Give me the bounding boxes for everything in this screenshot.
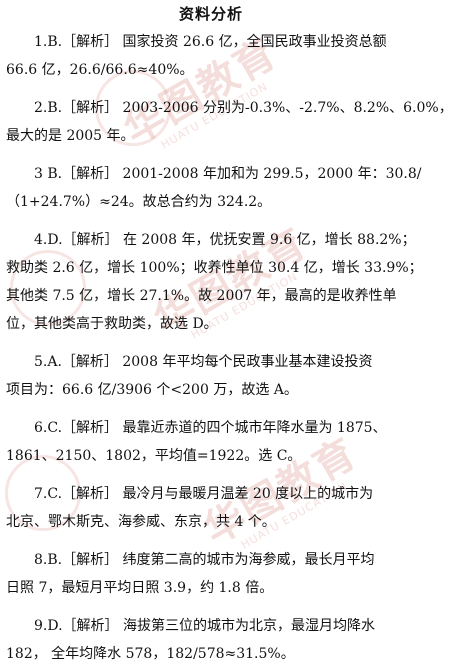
answer-line: 最大的是 2005 年。 xyxy=(6,128,135,144)
answer-item-7: 7.C.［解析］ 最冷月与最暖月温差 20 度以上的城市为 北京、鄂木斯克、海参… xyxy=(6,480,416,536)
answer-item-9: 9.D.［解析］ 海拔第三位的城市为北京，最湿月均降水 182， 全年均降水 5… xyxy=(6,612,416,668)
answer-item-2: 2.B.［解析］ 2003-2006 分别为-0.3%、-2.7%、8.2%、6… xyxy=(6,94,453,150)
answer-item-6: 6.C.［解析］ 最靠近赤道的四个城市年降水量为 1875、 1861、2150… xyxy=(6,414,416,470)
document-page: 华图教育 HUATU EDUCATION 华图教育 HUATU EDUCATIO… xyxy=(5,5,453,662)
answer-line: 7.C.［解析］ 最冷月与最暖月温差 20 度以上的城市为 xyxy=(34,486,374,502)
answer-line: 5.A.［解析］ 2008 年平均每个民政事业基本建设投资 xyxy=(34,354,373,370)
answer-line: 1861、2150、1802，平均值=1922。选 C。 xyxy=(6,448,302,464)
answer-item-5: 5.A.［解析］ 2008 年平均每个民政事业基本建设投资 项目为：66.6 亿… xyxy=(6,348,416,404)
answer-line: 2.B.［解析］ 2003-2006 分别为-0.3%、-2.7%、8.2%、6… xyxy=(34,100,453,116)
answer-item-1: 1.B.［解析］ 国家投资 26.6 亿，全国民政事业投资总额 66.6 亿，2… xyxy=(6,28,416,84)
answer-line: 北京、鄂木斯克、海参威、东京，共 4 个。 xyxy=(6,514,276,530)
answer-line: 3 B.［解析］ 2001-2008 年加和为 299.5，2000 年：30.… xyxy=(34,166,422,182)
answer-line: 1.B.［解析］ 国家投资 26.6 亿，全国民政事业投资总额 xyxy=(34,34,387,50)
answer-line: 182， 全年均降水 578，182/578≈31.5%。 xyxy=(6,646,295,662)
answer-line: 6.C.［解析］ 最靠近赤道的四个城市年降水量为 1875、 xyxy=(34,420,387,436)
answer-item-8: 8.B.［解析］ 纬度第二高的城市为海参威，最长月平均 日照 7，最短月平均日照… xyxy=(6,546,416,602)
answer-line: 66.6 亿，26.6/66.6≈40%。 xyxy=(6,62,194,78)
answer-line: 救助类 2.6 亿，增长 100%；收养性单位 30.4 亿，增长 33.9%； xyxy=(6,260,423,276)
answer-line: 日照 7，最短月平均日照 3.9，约 1.8 倍。 xyxy=(6,580,274,596)
answer-line: 4.D.［解析］ 在 2008 年，优抚安置 9.6 亿，增长 88.2%； xyxy=(34,232,416,248)
answer-line: 8.B.［解析］ 纬度第二高的城市为海参威，最长月平均 xyxy=(34,552,375,568)
answer-line: 9.D.［解析］ 海拔第三位的城市为北京，最湿月均降水 xyxy=(34,618,375,634)
answer-line: 项目为：66.6 亿/3906 个<200 万，故选 A。 xyxy=(6,382,298,398)
answer-item-3: 3 B.［解析］ 2001-2008 年加和为 299.5，2000 年：30.… xyxy=(6,160,422,216)
answer-line: 位，其他类高于救助类，故选 D。 xyxy=(6,316,218,332)
answer-line: （1+24.7%）≈24。故总合约为 324.2。 xyxy=(6,194,272,210)
answer-line: 其他类 7.5 亿，增长 27.1%。故 2007 年，最高的是收养性单 xyxy=(6,288,397,304)
answer-item-4: 4.D.［解析］ 在 2008 年，优抚安置 9.6 亿，增长 88.2%； 救… xyxy=(6,226,423,338)
section-title: 资料分析 xyxy=(178,5,243,23)
